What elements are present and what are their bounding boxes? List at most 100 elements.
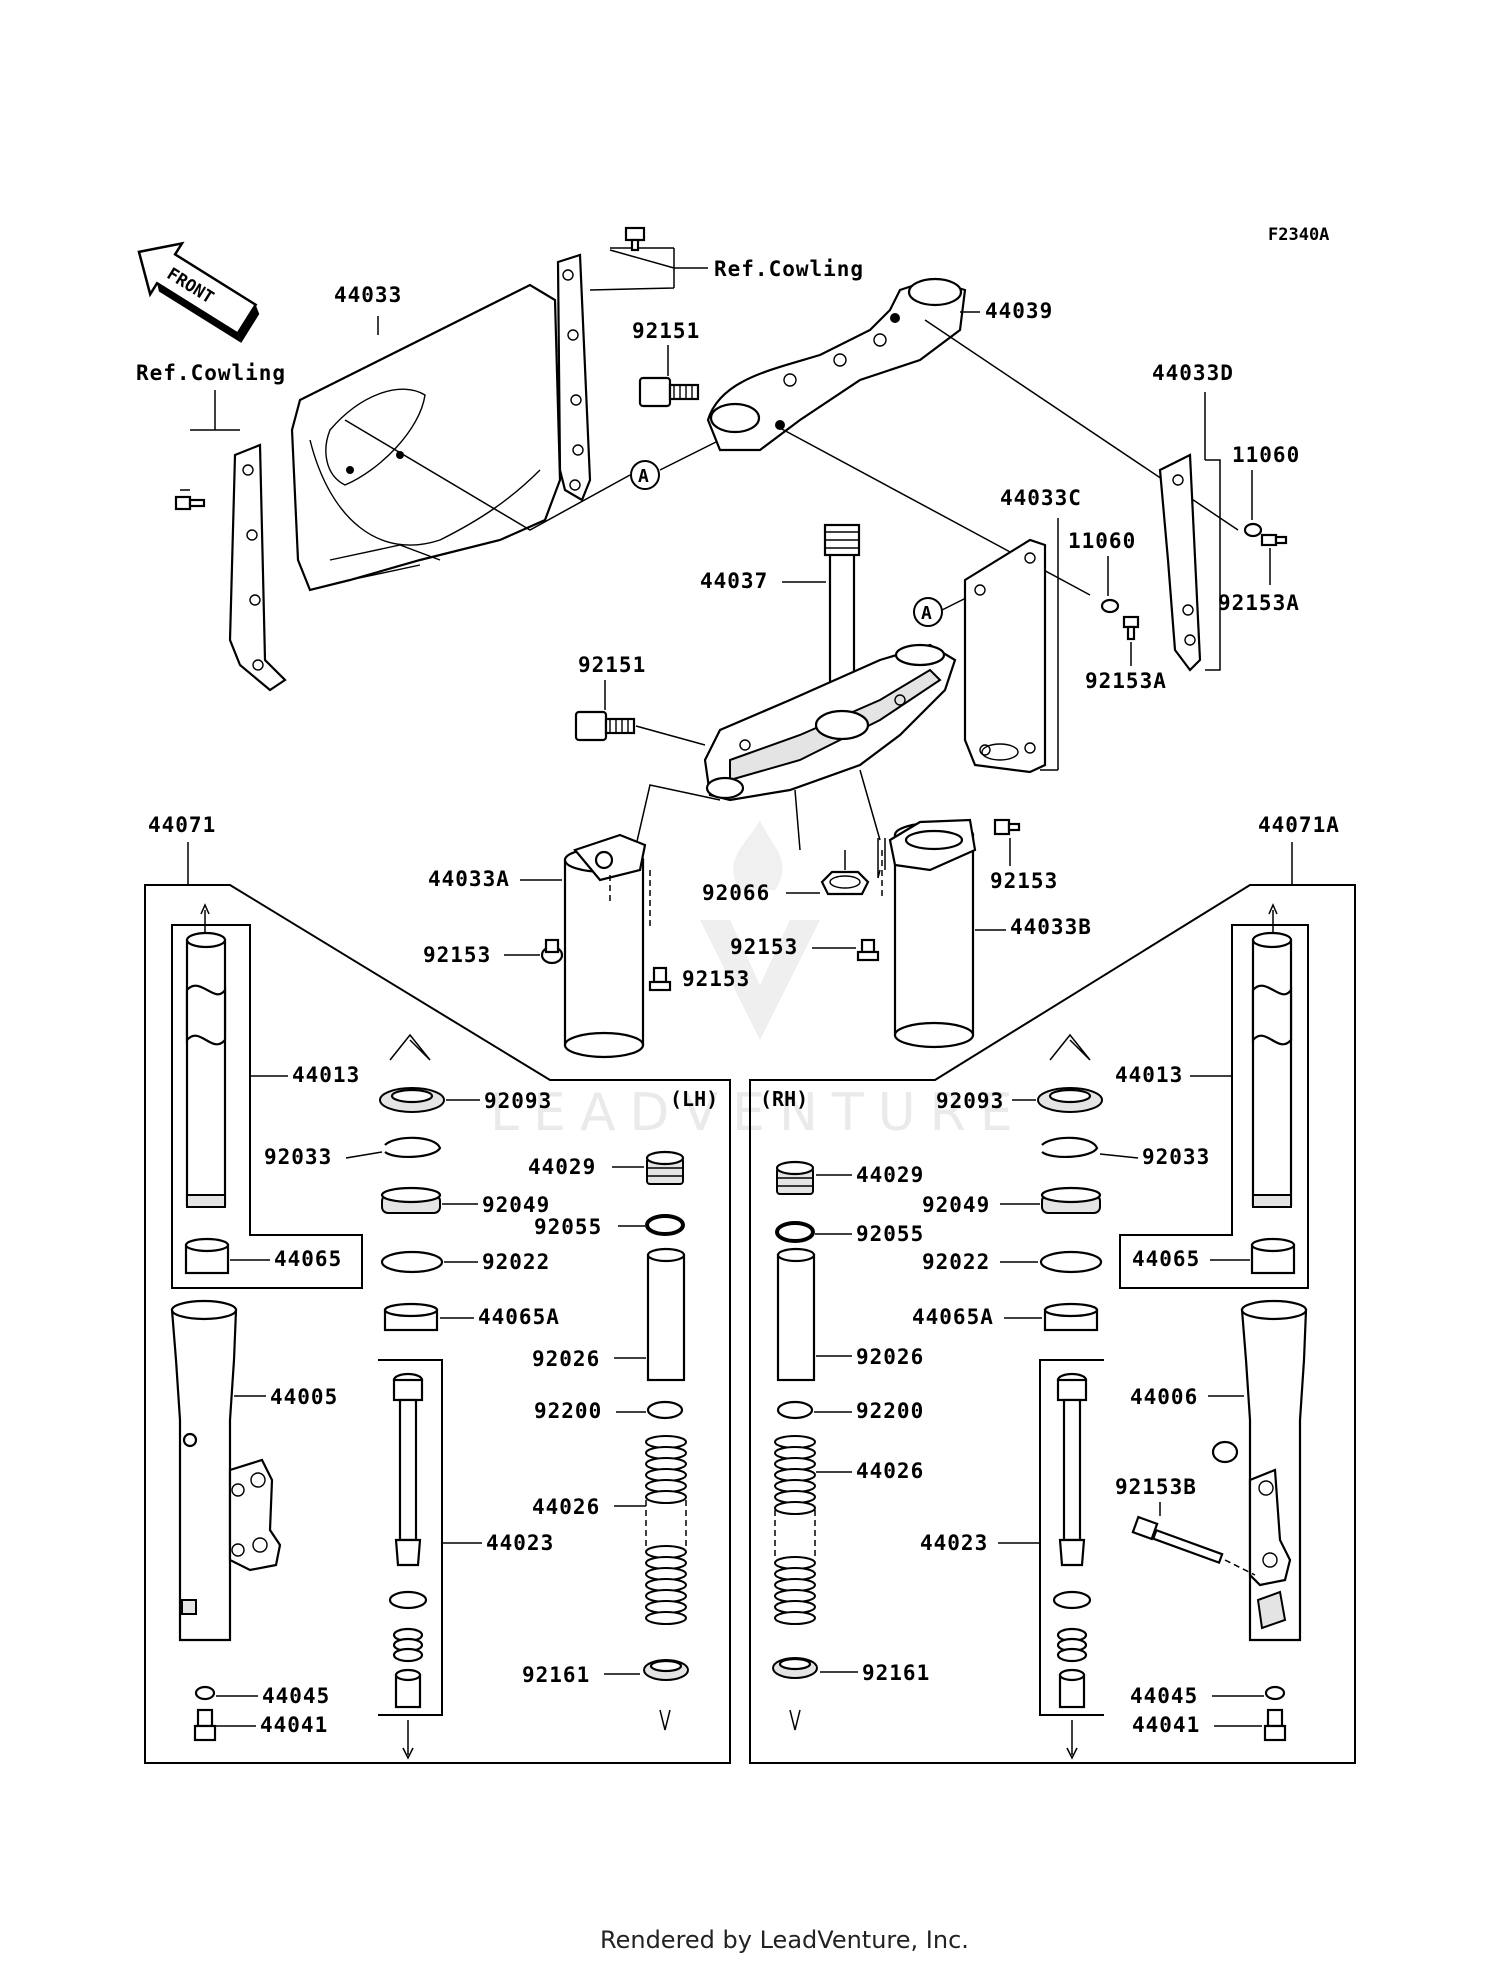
rh-arrow-mid-bottom [1066,1720,1078,1760]
rh-tube-group [1119,924,1309,1289]
part-92093-seal-lh [379,1087,445,1113]
part-44029-cap-lh [645,1150,685,1185]
footer-credit: Rendered by LeadVenture, Inc. [600,1926,969,1954]
rh-fork-box [749,884,1356,1764]
leader-92033-rh [1099,1153,1139,1159]
part-44026-spring-rh [774,1435,816,1625]
label-92161-lh: 92161 [522,1663,590,1687]
leader-92151-lower [604,680,706,746]
part-44041-bolt-lh [193,1708,217,1742]
label-44026-rh: 44026 [856,1459,924,1483]
part-44033a-tube-cover [563,833,647,1059]
part-44037-steering-stem [703,523,957,802]
part-92153a-screw-mid [1122,615,1140,641]
label-92049-rh: 92049 [922,1193,990,1217]
leader-92066 [786,850,846,894]
label-92153a-right: 92153A [1218,591,1300,615]
ref-cowling-leader-left [180,390,240,491]
part-92055-oring-lh [645,1214,685,1236]
part-44013-inner-tube-rh [1251,931,1293,1208]
part-44045-washer-lh [194,1685,216,1701]
spring-coil [774,1501,816,1515]
part-44039-upper-bracket [706,277,967,452]
label-44041-lh: 44041 [260,1713,328,1737]
label-44033: 44033 [334,283,402,307]
label-44023-rh: 44023 [920,1531,988,1555]
label-44033c: 44033C [1000,486,1082,510]
part-92033-clip-lh [384,1136,442,1159]
rh-damper-group [1039,1359,1104,1716]
part-92022-washer-rh [1039,1250,1103,1274]
label-44041-rh: 44041 [1132,1713,1200,1737]
part-44045-washer-rh [1264,1685,1286,1701]
lh-arrow-mid-top [389,1033,431,1061]
spring-coil [645,1611,687,1625]
label-44065a-lh: 44065A [478,1305,560,1329]
lh-fork-box [144,884,731,1764]
label-92033-rh: 92033 [1142,1145,1210,1169]
label-44033a: 44033A [428,867,510,891]
svg-text:A: A [638,466,649,487]
watermark-text: LEADVENTURE [490,1083,1027,1143]
label-92093-lh: 92093 [484,1089,552,1113]
label-92049-lh: 92049 [482,1193,550,1217]
label-92055-rh: 92055 [856,1222,924,1246]
leader-44033b-top [877,838,886,879]
part-92049-seal-lh [380,1186,442,1214]
part-92026-collar-lh [646,1247,686,1382]
label-11060-mid: 11060 [1068,529,1136,553]
part-92049-seal-rh [1040,1186,1102,1214]
label-92022-lh: 92022 [482,1250,550,1274]
label-92151-upper: 92151 [632,319,700,343]
part-44065a-bushing-lh [383,1302,439,1332]
label-44029-rh: 44029 [856,1163,924,1187]
part-92161-seat-rh [772,1657,818,1679]
label-44005: 44005 [270,1385,338,1409]
label-44033d: 44033D [1152,361,1234,385]
part-92151-bolt-lower [574,710,636,742]
part-92153-screw-b2 [856,938,880,962]
spring-coil [774,1611,816,1625]
label-44071a: 44071A [1258,813,1340,837]
label-92153-a1: 92153 [423,943,491,967]
label-44013-rh: 44013 [1115,1063,1183,1087]
label-44071: 44071 [148,813,216,837]
part-44065a-bushing-rh [1043,1302,1099,1332]
leader-44033d [1204,392,1221,671]
spring-coil [645,1490,687,1504]
label-92200-rh: 92200 [856,1399,924,1423]
leader-92033-lh [345,1151,383,1159]
label-92026-rh: 92026 [856,1345,924,1369]
label-44033b: 44033B [1010,915,1092,939]
part-92066-nut [820,870,870,896]
label-92161-rh: 92161 [862,1661,930,1685]
label-92153b: 92153B [1115,1475,1197,1499]
label-44006: 44006 [1130,1385,1198,1409]
lh-arrow-mid-bottom [402,1720,414,1760]
rh-bolt-dash [1224,1559,1256,1576]
part-44006-outer-tube-rh [1211,1299,1308,1642]
front-arrow-icon: FRONT [137,241,260,343]
part-44033b-tube-cover [888,818,977,1049]
label-92093-rh: 92093 [936,1089,1004,1113]
label-92153-a2: 92153 [682,967,750,991]
part-92093-seal-rh [1037,1087,1103,1113]
tube-cover-a-dash [609,870,651,930]
label-44065-lh: 44065 [274,1247,342,1271]
label-44065-rh: 44065 [1132,1247,1200,1271]
label-44065a-rh: 44065A [912,1305,994,1329]
label-92055-lh: 92055 [534,1215,602,1239]
part-44023-damper-rod-lh [388,1372,428,1709]
part-92055-oring-rh [775,1221,815,1243]
part-44005-outer-tube-lh [170,1299,282,1642]
callout-a-1: A [630,460,660,490]
part-92033-clip-rh [1041,1136,1099,1159]
part-44013-inner-tube-lh [185,931,227,1208]
ref-cowling-label-left: Ref.Cowling [136,361,286,385]
part-92153-screw-a2 [648,966,672,992]
part-92153a-screw-right [1260,533,1288,547]
label-44029-lh: 44029 [528,1155,596,1179]
part-44026-spring-lh [645,1435,687,1625]
cover-screw-top [624,226,646,252]
